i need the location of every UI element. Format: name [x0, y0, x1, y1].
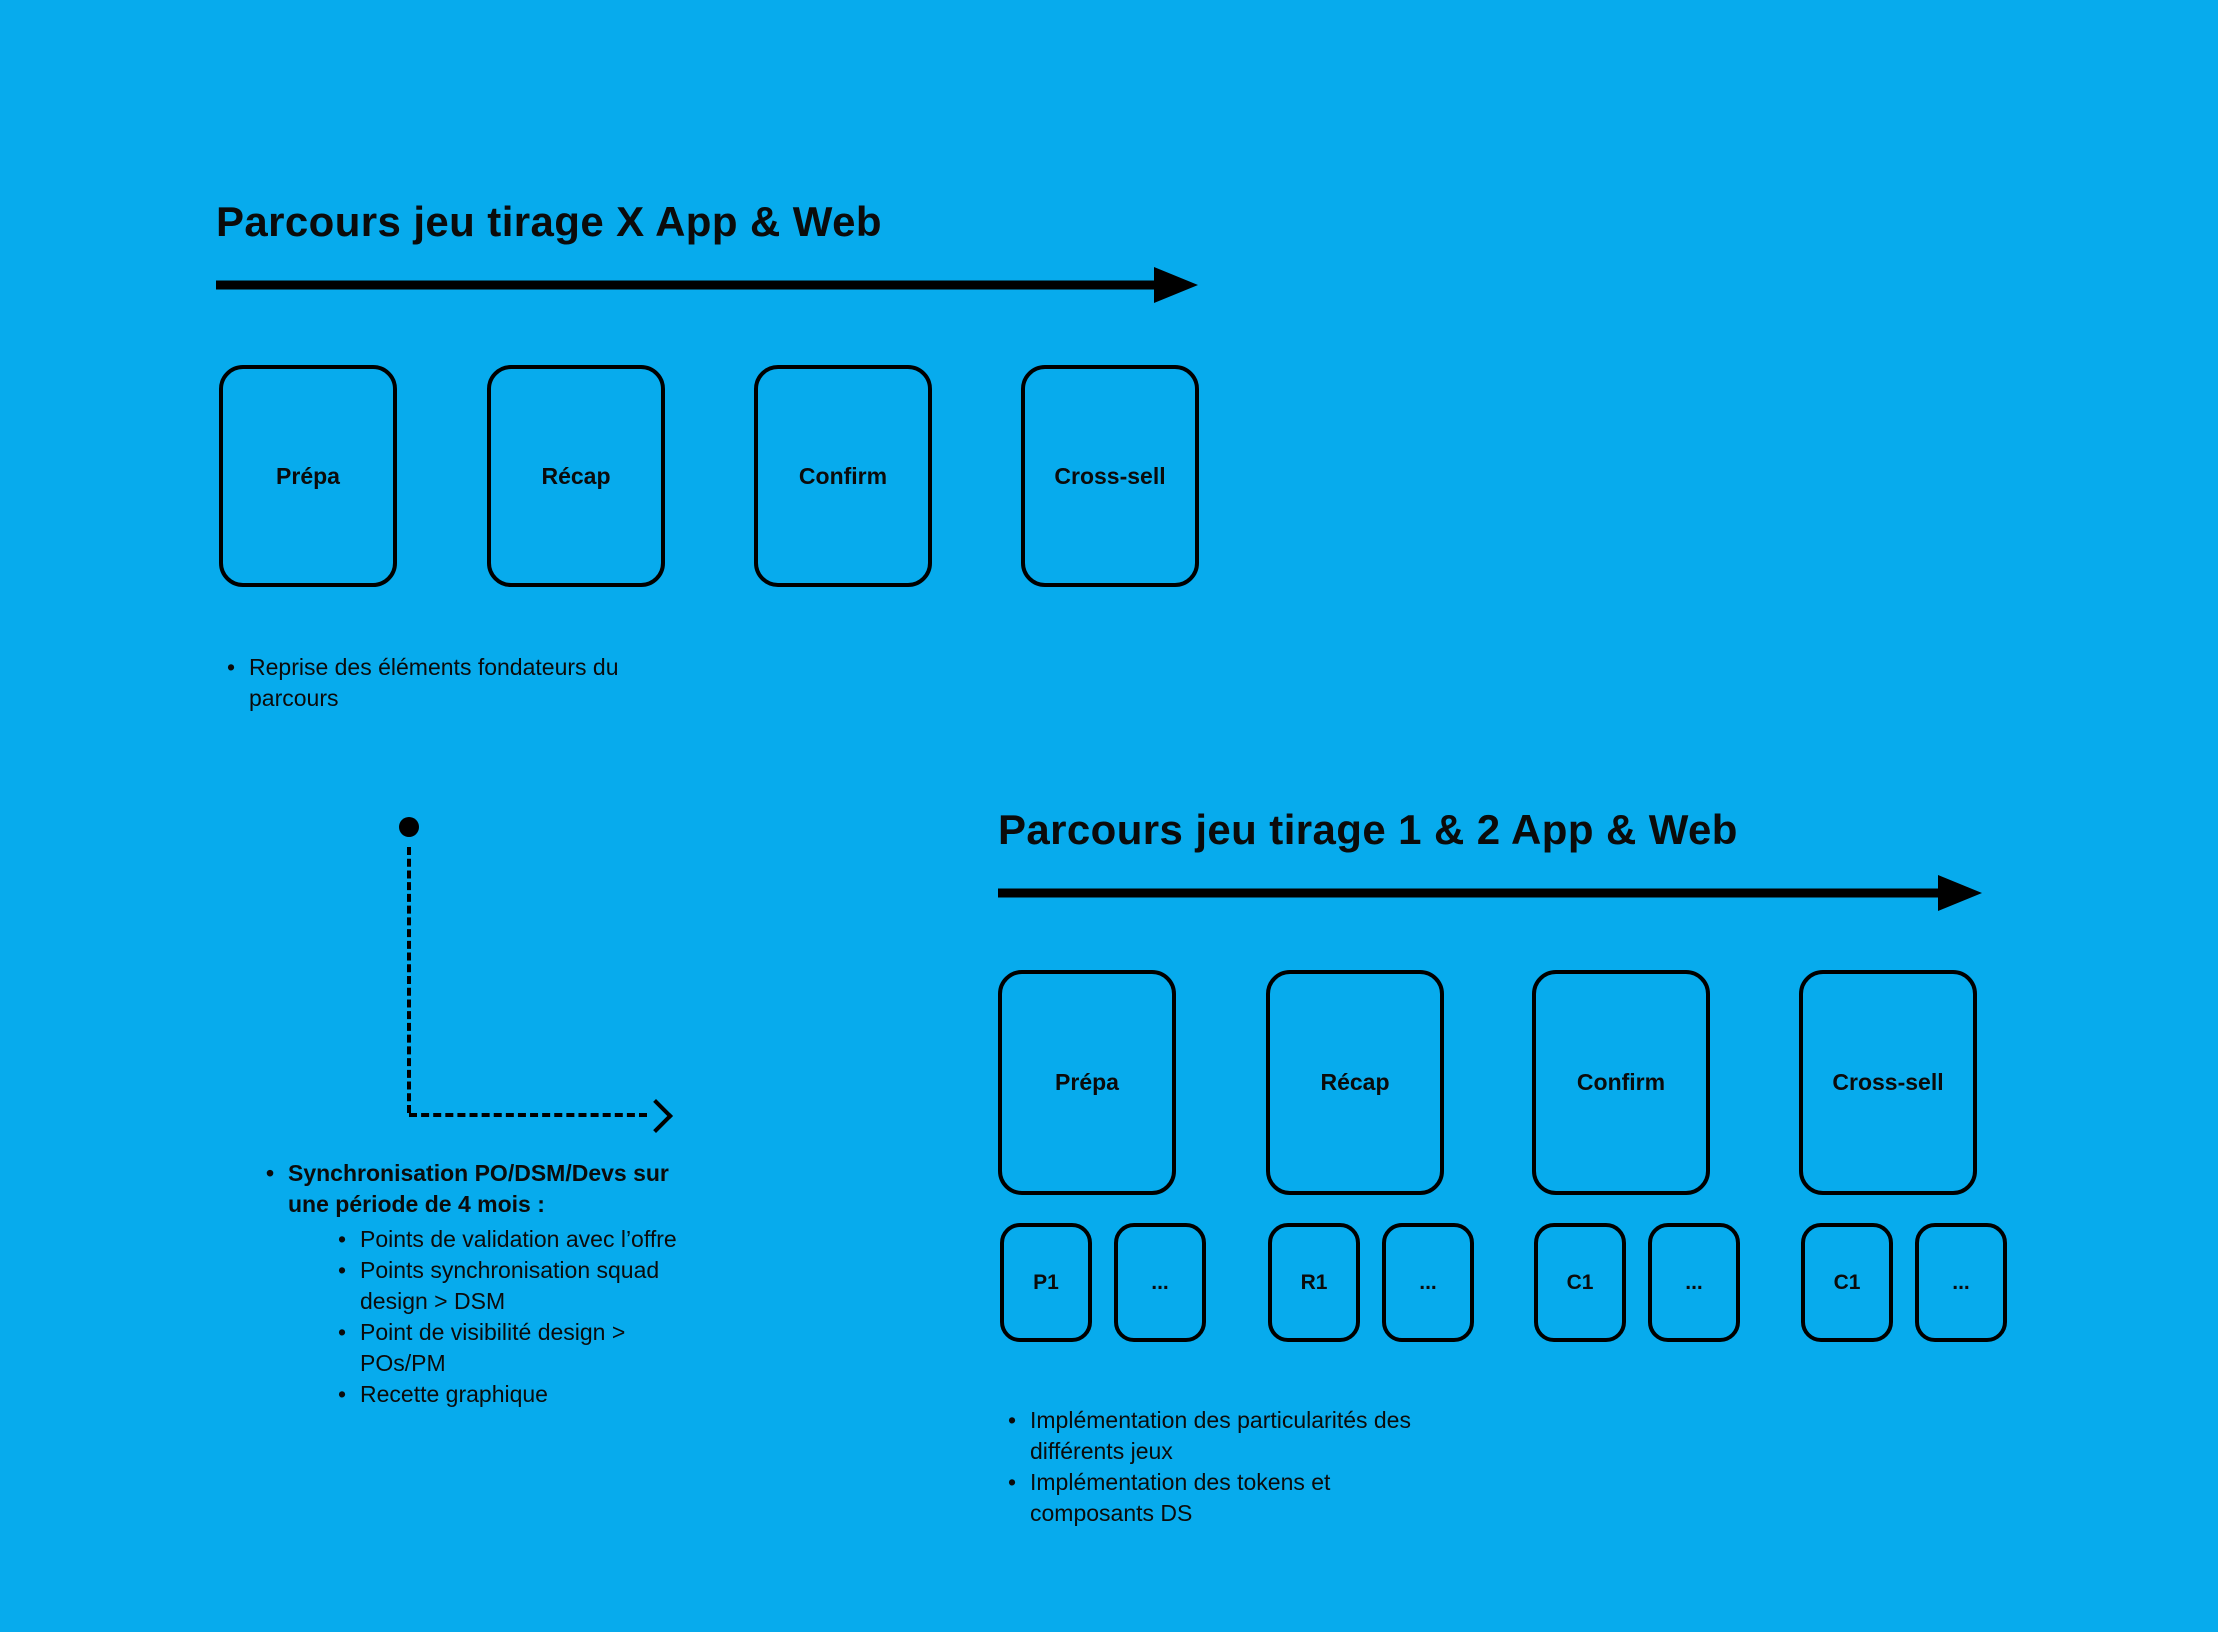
flow2-timeline-arrow-icon: [998, 870, 1982, 916]
arrow-head-icon: [1154, 267, 1198, 303]
flow2-substage-box-ellipsis: ...: [1648, 1223, 1740, 1342]
stage-label: Prépa: [276, 462, 340, 489]
sync-note-item: Recette graphique: [334, 1379, 682, 1410]
connector-vertical-dashed-line: [407, 847, 411, 1113]
sync-note-item: Points synchronisation squad design > DS…: [334, 1255, 682, 1317]
arrow-head-icon: [1938, 875, 1982, 911]
stage-label: Confirm: [798, 462, 888, 489]
flow2-note-block: Implémentation des particularités des di…: [1004, 1405, 1464, 1529]
flow2-substage-box-ellipsis: ...: [1114, 1223, 1206, 1342]
flow2-note-item: Implémentation des particularités des di…: [1004, 1405, 1450, 1467]
flow1-stage-box-confirm: Confirm: [754, 365, 932, 587]
flow2-stage-box-prepa: Prépa: [998, 970, 1176, 1195]
flow1-timeline-arrow-icon: [216, 262, 1198, 308]
flow1-title: Parcours jeu tirage X App & Web: [216, 198, 882, 245]
flow1-stage-box-prepa: Prépa: [219, 365, 397, 587]
flow2-stage-box-cross-sell: Cross-sell: [1799, 970, 1977, 1195]
sync-note-list: Points de validation avec l’offre Points…: [334, 1224, 722, 1410]
flow2-substage-box-ellipsis: ...: [1915, 1223, 2007, 1342]
flow2-note-item: Implémentation des tokens et composants …: [1004, 1467, 1450, 1529]
flow2-substage-box-r1: R1: [1268, 1223, 1360, 1342]
flow2-substage-box-p1: P1: [1000, 1223, 1092, 1342]
connector-dot: [399, 817, 419, 837]
connector-horizontal-dashed-line: [409, 1113, 647, 1117]
flow2-substage-box-c1: C1: [1801, 1223, 1893, 1342]
flow2-substage-box-ellipsis: ...: [1382, 1223, 1474, 1342]
sync-note-block: Synchronisation PO/DSM/Devs sur une péri…: [262, 1158, 722, 1410]
sync-note-item: Point de visibilité design > POs/PM: [334, 1317, 682, 1379]
sync-note-heading: Synchronisation PO/DSM/Devs sur une péri…: [262, 1158, 690, 1220]
flow2-stage-box-confirm: Confirm: [1532, 970, 1710, 1195]
stage-label: Cross-sell: [1054, 462, 1166, 489]
stage-label: Prépa: [1055, 1069, 1119, 1095]
sync-note-item: Points de validation avec l’offre: [334, 1224, 682, 1255]
dashed-arrow-head-icon: [639, 1099, 673, 1133]
arrow-shaft: [216, 280, 1158, 290]
flow2-substage-box-c1: C1: [1534, 1223, 1626, 1342]
stage-label: Cross-sell: [1832, 1069, 1944, 1095]
flow1-stage-box-cross-sell: Cross-sell: [1021, 365, 1199, 587]
flow2-title: Parcours jeu tirage 1 & 2 App & Web: [998, 806, 1738, 853]
stage-label: Récap: [541, 462, 611, 489]
flow1-stage-box-recap: Récap: [487, 365, 665, 587]
flow2-stage-box-recap: Récap: [1266, 970, 1444, 1195]
stage-label: Confirm: [1576, 1069, 1666, 1095]
stage-label: Récap: [1320, 1069, 1390, 1095]
flow1-note: Reprise des éléments fondateurs du parco…: [223, 652, 679, 714]
arrow-shaft: [998, 888, 1942, 898]
